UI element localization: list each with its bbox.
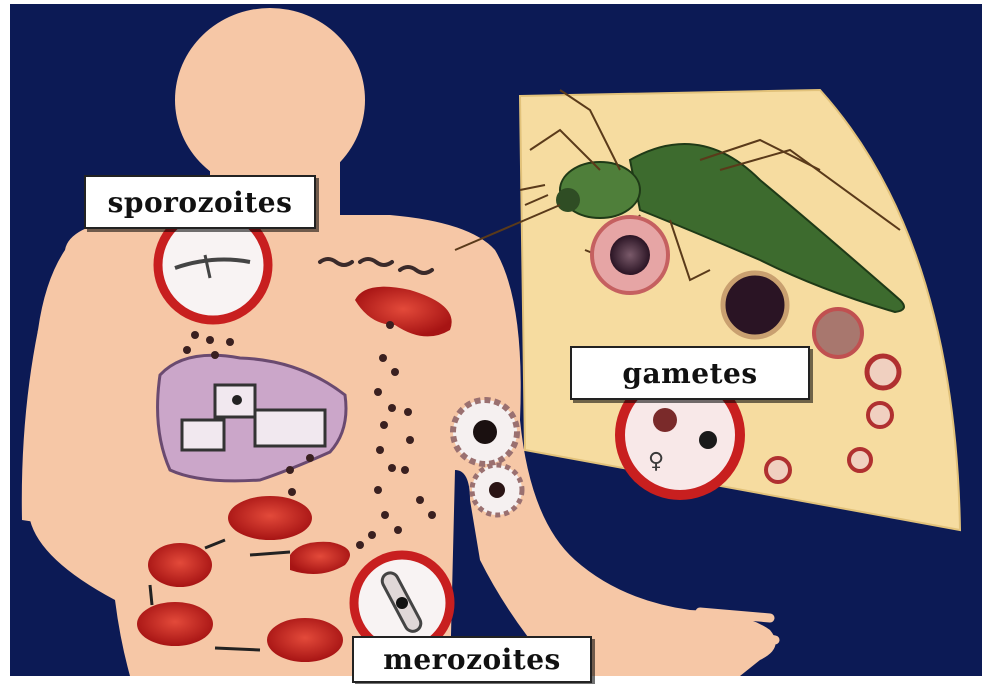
merozoites-label: merozoites — [352, 636, 592, 683]
female-symbol-icon: ♀ — [648, 449, 664, 474]
gametes-label: gametes — [570, 346, 810, 400]
sporozoites-label: sporozoites — [84, 175, 316, 229]
